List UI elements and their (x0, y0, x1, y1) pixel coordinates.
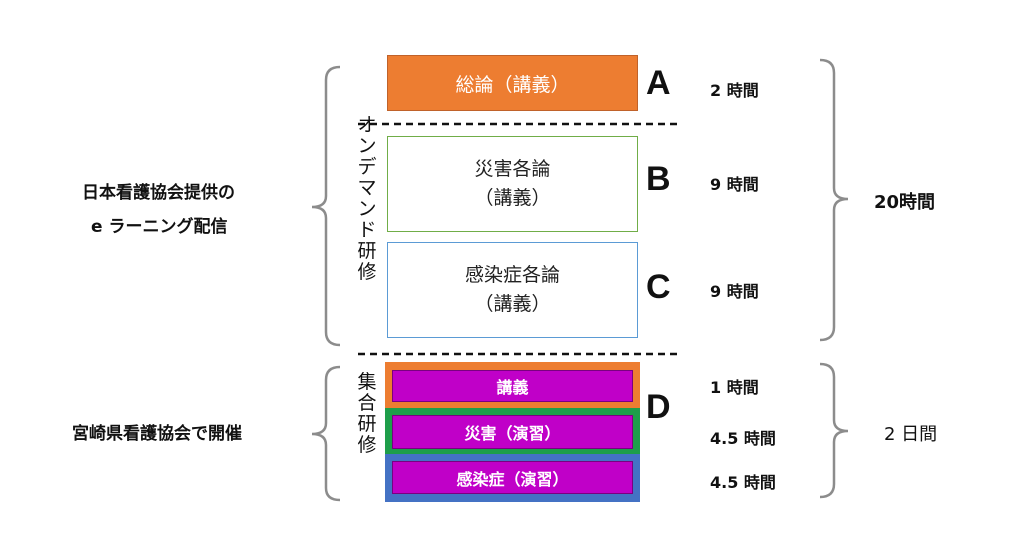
hours-d-item3: 4.5 時間 (710, 473, 776, 492)
letter-a: A (646, 64, 671, 102)
hours-d-item1: 1 時間 (710, 378, 759, 397)
total-onsite: 2 日間 (884, 424, 938, 445)
right-brace-online (819, 58, 849, 342)
box-b: 災害各論 （講義） (387, 136, 638, 232)
letter-d: D (646, 388, 671, 426)
onsite-label: 宮崎県看護協会で開催 (72, 424, 242, 444)
left-brace-onsite (311, 365, 341, 502)
letter-b: B (646, 160, 671, 198)
group-vertical-label: 集合研修 (357, 371, 377, 456)
box-a-label: 総論（講義） (455, 73, 570, 96)
right-brace-onsite (819, 362, 849, 499)
letter-c: C (646, 268, 671, 306)
online-label-line2: e ラーニング配信 (91, 217, 228, 237)
box-d-item1-label: 講義 (496, 378, 529, 397)
hours-c: 9 時間 (710, 282, 759, 301)
box-c-label-line1: 感染症各論 (464, 264, 560, 286)
box-d-item2: 災害（演習） (392, 415, 633, 449)
hours-b: 9 時間 (710, 175, 759, 194)
hours-d-item2: 4.5 時間 (710, 429, 776, 448)
online-label-line1: 日本看護協会提供の (82, 183, 235, 203)
total-online: 20時間 (874, 192, 936, 213)
box-d-item3: 感染症（演習） (392, 461, 633, 494)
left-brace-online (311, 65, 341, 347)
box-d-item3-label: 感染症（演習） (456, 469, 569, 489)
box-d-item1: 講義 (392, 370, 633, 402)
box-b-label-line1: 災害各論 (474, 158, 551, 180)
hours-a: 2 時間 (710, 81, 759, 100)
box-a: 総論（講義） (387, 55, 638, 111)
ondemand-vertical-label: オンデマンド研修 (357, 114, 377, 283)
box-c-label-line2: （講義） (474, 293, 551, 315)
box-c: 感染症各論 （講義） (387, 242, 638, 338)
box-b-label-line2: （講義） (474, 187, 551, 209)
box-d-item2-label: 災害（演習） (464, 424, 561, 443)
online-label: 日本看護協会提供の e ラーニング配信 (82, 176, 235, 244)
